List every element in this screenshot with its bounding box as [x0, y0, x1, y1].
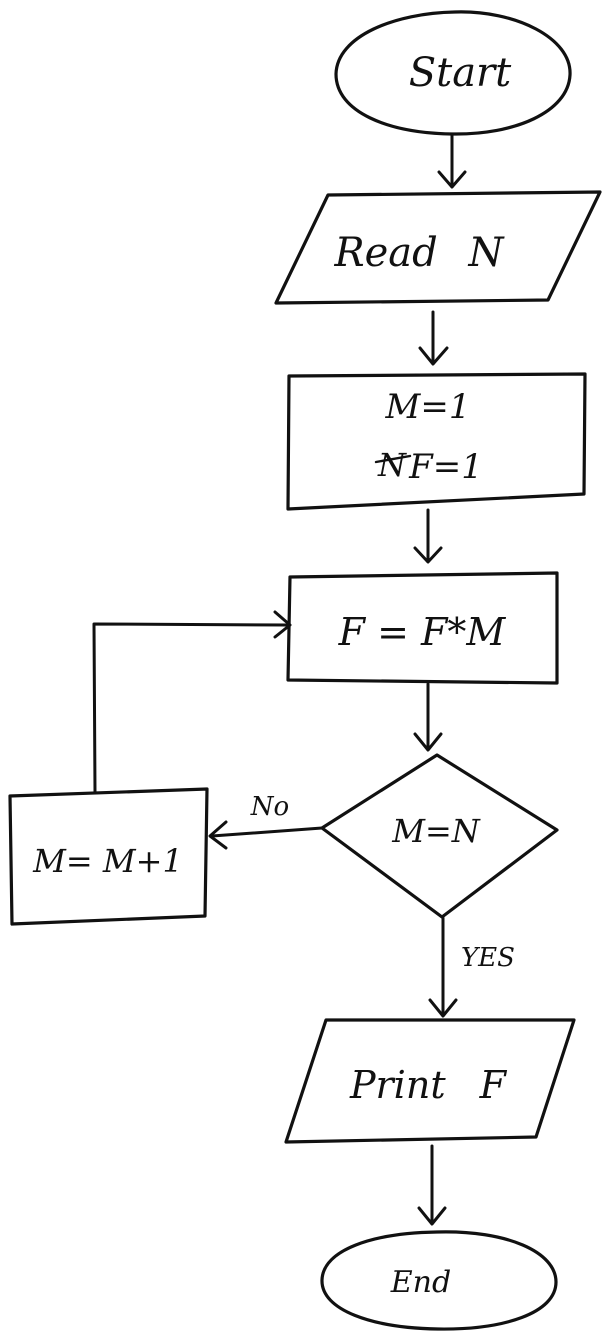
arrow-start-to-read — [437, 133, 467, 189]
init-struck-letter: N — [377, 446, 407, 484]
start-label: Start — [409, 50, 512, 96]
decision-diamond: M=N — [320, 753, 559, 919]
no-label: No — [250, 792, 289, 822]
multiply-label: F = F*M — [338, 610, 507, 654]
init-f-label: F=1 — [408, 447, 483, 487]
decision-label: M=N — [391, 812, 481, 850]
arrow-decision-yes: YES — [428, 916, 515, 1018]
read-label: Read N — [334, 230, 506, 276]
print-label: Print F — [349, 1063, 508, 1107]
end-terminal: End — [320, 1230, 558, 1331]
start-terminal: Start — [334, 10, 572, 136]
arrow-print-to-end — [417, 1144, 447, 1226]
arrow-loop-back — [92, 610, 292, 794]
arrow-decision-no: No — [208, 792, 324, 850]
increment-label: M= M+1 — [32, 842, 183, 880]
strike-mark — [374, 454, 412, 464]
print-output-box: Print F — [284, 1018, 576, 1144]
multiply-process-box: F = F*M — [286, 571, 559, 685]
end-label: End — [390, 1265, 451, 1300]
arrow-read-to-init — [418, 310, 449, 366]
increment-process-box: M= M+1 — [8, 787, 209, 926]
arrow-multiply-to-decision — [413, 682, 443, 752]
init-process-box: M=1 N F=1 — [286, 372, 587, 511]
yes-label: YES — [461, 943, 515, 973]
init-m-label: M=1 — [385, 387, 471, 427]
read-input-box: Read N — [274, 190, 602, 305]
arrow-init-to-multiply — [413, 508, 443, 564]
